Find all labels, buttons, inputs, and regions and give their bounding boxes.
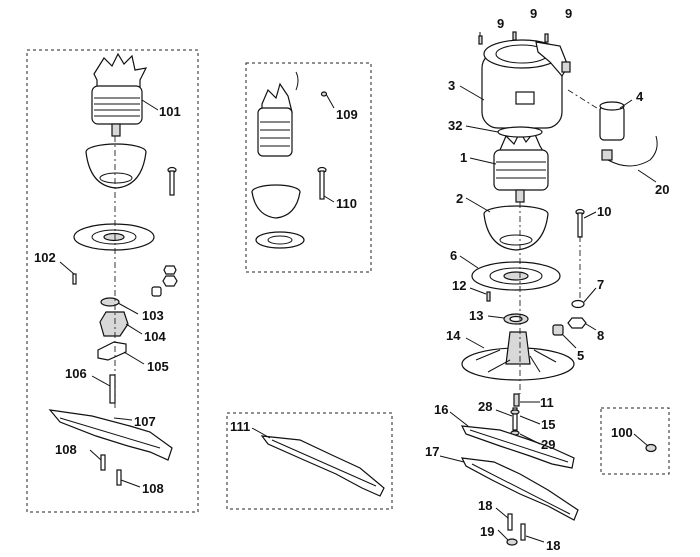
label-9-b: 9 [530, 6, 537, 21]
screw-9-c [544, 33, 549, 43]
part-100 [645, 443, 657, 453]
label-12: 12 [452, 278, 466, 293]
bolt-106 [109, 374, 116, 404]
screw-left-upper [167, 166, 177, 196]
bolt-11 [513, 393, 520, 407]
label-5: 5 [577, 348, 584, 363]
fan-bowl-2 [483, 205, 549, 251]
label-16: 16 [434, 402, 448, 417]
label-19: 19 [480, 524, 494, 539]
label-1: 1 [460, 150, 467, 165]
bolt-110 [317, 166, 327, 200]
right-assembly [460, 31, 658, 546]
label-18-b: 18 [546, 538, 560, 553]
label-109: 109 [336, 107, 358, 122]
blade-111 [260, 435, 385, 497]
motor-housing-3 [481, 39, 571, 129]
label-111: 111 [230, 419, 250, 434]
callout-labels: 101 102 103 104 105 106 107 108 108 109 … [34, 6, 669, 553]
screw-109 [320, 91, 328, 97]
label-102: 102 [34, 250, 56, 265]
label-20: 20 [655, 182, 669, 197]
label-11: 11 [540, 395, 554, 410]
label-101: 101 [159, 104, 181, 119]
group-box-right-small [600, 407, 670, 475]
screw-9-a [478, 35, 483, 45]
label-2: 2 [456, 191, 463, 206]
label-107: 107 [134, 414, 156, 429]
label-103: 103 [142, 308, 164, 323]
label-108-b: 108 [142, 481, 164, 496]
washer-103 [100, 297, 120, 307]
nut-19 [506, 538, 518, 546]
label-105: 105 [147, 359, 169, 374]
washer-13 [503, 313, 529, 325]
blade-107 [48, 409, 173, 461]
label-104: 104 [144, 329, 166, 344]
screw-102 [72, 273, 77, 285]
leader-lines [59, 32, 657, 543]
fan-bowl [85, 143, 147, 189]
label-108-a: 108 [55, 442, 77, 457]
group-box-middle-top [245, 62, 372, 273]
plate-105 [97, 341, 127, 361]
bolt-18-a [507, 513, 513, 531]
label-9-c: 9 [565, 6, 572, 21]
nut-left-c [163, 265, 177, 275]
nut-8 [567, 317, 587, 329]
adapter-104 [99, 311, 129, 337]
bolt-15 [512, 407, 518, 431]
label-15: 15 [541, 417, 555, 432]
label-13: 13 [469, 308, 483, 323]
label-28: 28 [478, 399, 492, 414]
screw-9-b [512, 31, 517, 41]
label-29: 29 [541, 437, 555, 452]
label-3: 3 [448, 78, 455, 93]
capacitor-4 [599, 101, 625, 141]
motor-101 [91, 52, 148, 137]
bolt-108-b [116, 469, 122, 486]
cable-20 [601, 135, 658, 167]
bolt-10 [575, 208, 585, 238]
screw-12 [486, 291, 491, 302]
seal-32 [497, 126, 543, 138]
bolt-18-b [520, 523, 526, 541]
washer-7 [571, 299, 585, 309]
label-100: 100 [611, 425, 633, 440]
label-9-a: 9 [497, 16, 504, 31]
group-box-left [26, 49, 199, 513]
label-8: 8 [597, 328, 604, 343]
impeller-14 [461, 331, 575, 381]
nut-left-b [162, 275, 178, 287]
label-106: 106 [65, 366, 87, 381]
label-4: 4 [636, 89, 644, 104]
flange-plate [73, 223, 155, 251]
motor-1 [493, 130, 549, 203]
label-17: 17 [425, 444, 439, 459]
label-18-a: 18 [478, 498, 492, 513]
left-assembly [48, 52, 178, 486]
label-110: 110 [336, 196, 357, 211]
label-14: 14 [446, 328, 461, 343]
label-10: 10 [597, 204, 611, 219]
label-32: 32 [448, 118, 462, 133]
washer-28 [510, 409, 520, 415]
group-box-middle-bottom [226, 412, 393, 510]
middle-top-assembly [251, 71, 328, 249]
flange-6 [471, 261, 561, 291]
nut-left-a [151, 286, 162, 297]
bolt-108-a [100, 454, 106, 471]
nut-5 [552, 324, 564, 336]
label-6: 6 [450, 248, 457, 263]
label-7: 7 [597, 277, 604, 292]
